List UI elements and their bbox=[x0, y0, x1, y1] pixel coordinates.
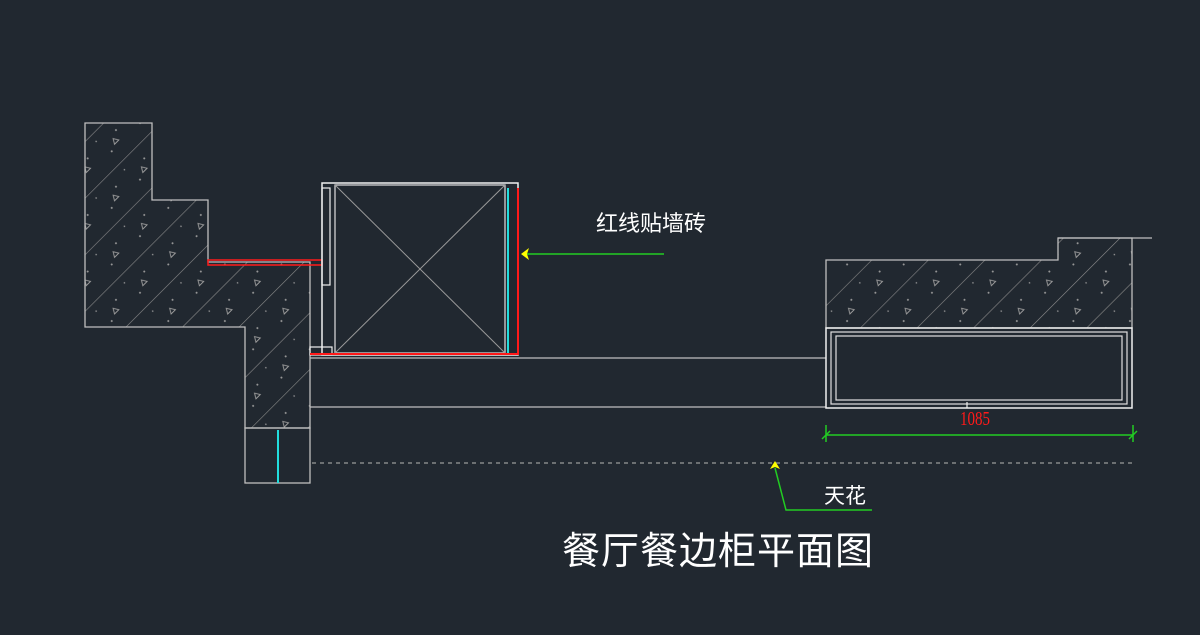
arrow-icon bbox=[770, 461, 780, 469]
dimension-label: 1085 bbox=[960, 408, 990, 430]
tile-note-label: 红线贴墙砖 bbox=[596, 212, 707, 237]
right-wall bbox=[825, 237, 1152, 329]
arrow-icon bbox=[521, 248, 529, 260]
tile-leader bbox=[521, 248, 664, 260]
ceiling-note-label: 天花 bbox=[824, 484, 866, 508]
right-cabinet bbox=[825, 327, 1133, 409]
drawing-title: 餐厅餐边柜平面图 bbox=[562, 529, 875, 573]
sideboard-cabinet bbox=[309, 182, 519, 356]
left-wall bbox=[84, 122, 311, 484]
dimension-line bbox=[821, 425, 1138, 442]
ceiling-leader bbox=[770, 461, 872, 511]
